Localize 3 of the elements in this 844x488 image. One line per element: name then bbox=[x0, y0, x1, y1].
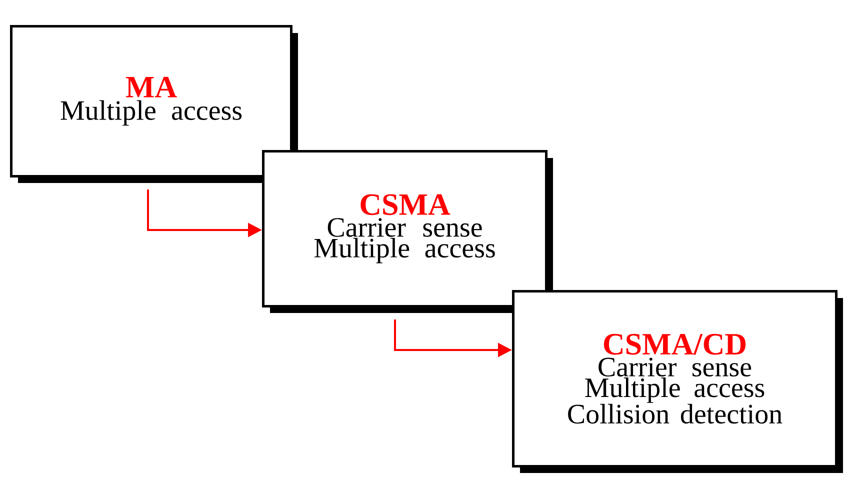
process-box: CSMA Carrier sense Multiple access bbox=[262, 150, 553, 313]
process-box: MA Multiple access bbox=[10, 25, 298, 183]
process-box: CSMA/CD Carrier sense Multiple access Collision detection bbox=[512, 290, 843, 473]
